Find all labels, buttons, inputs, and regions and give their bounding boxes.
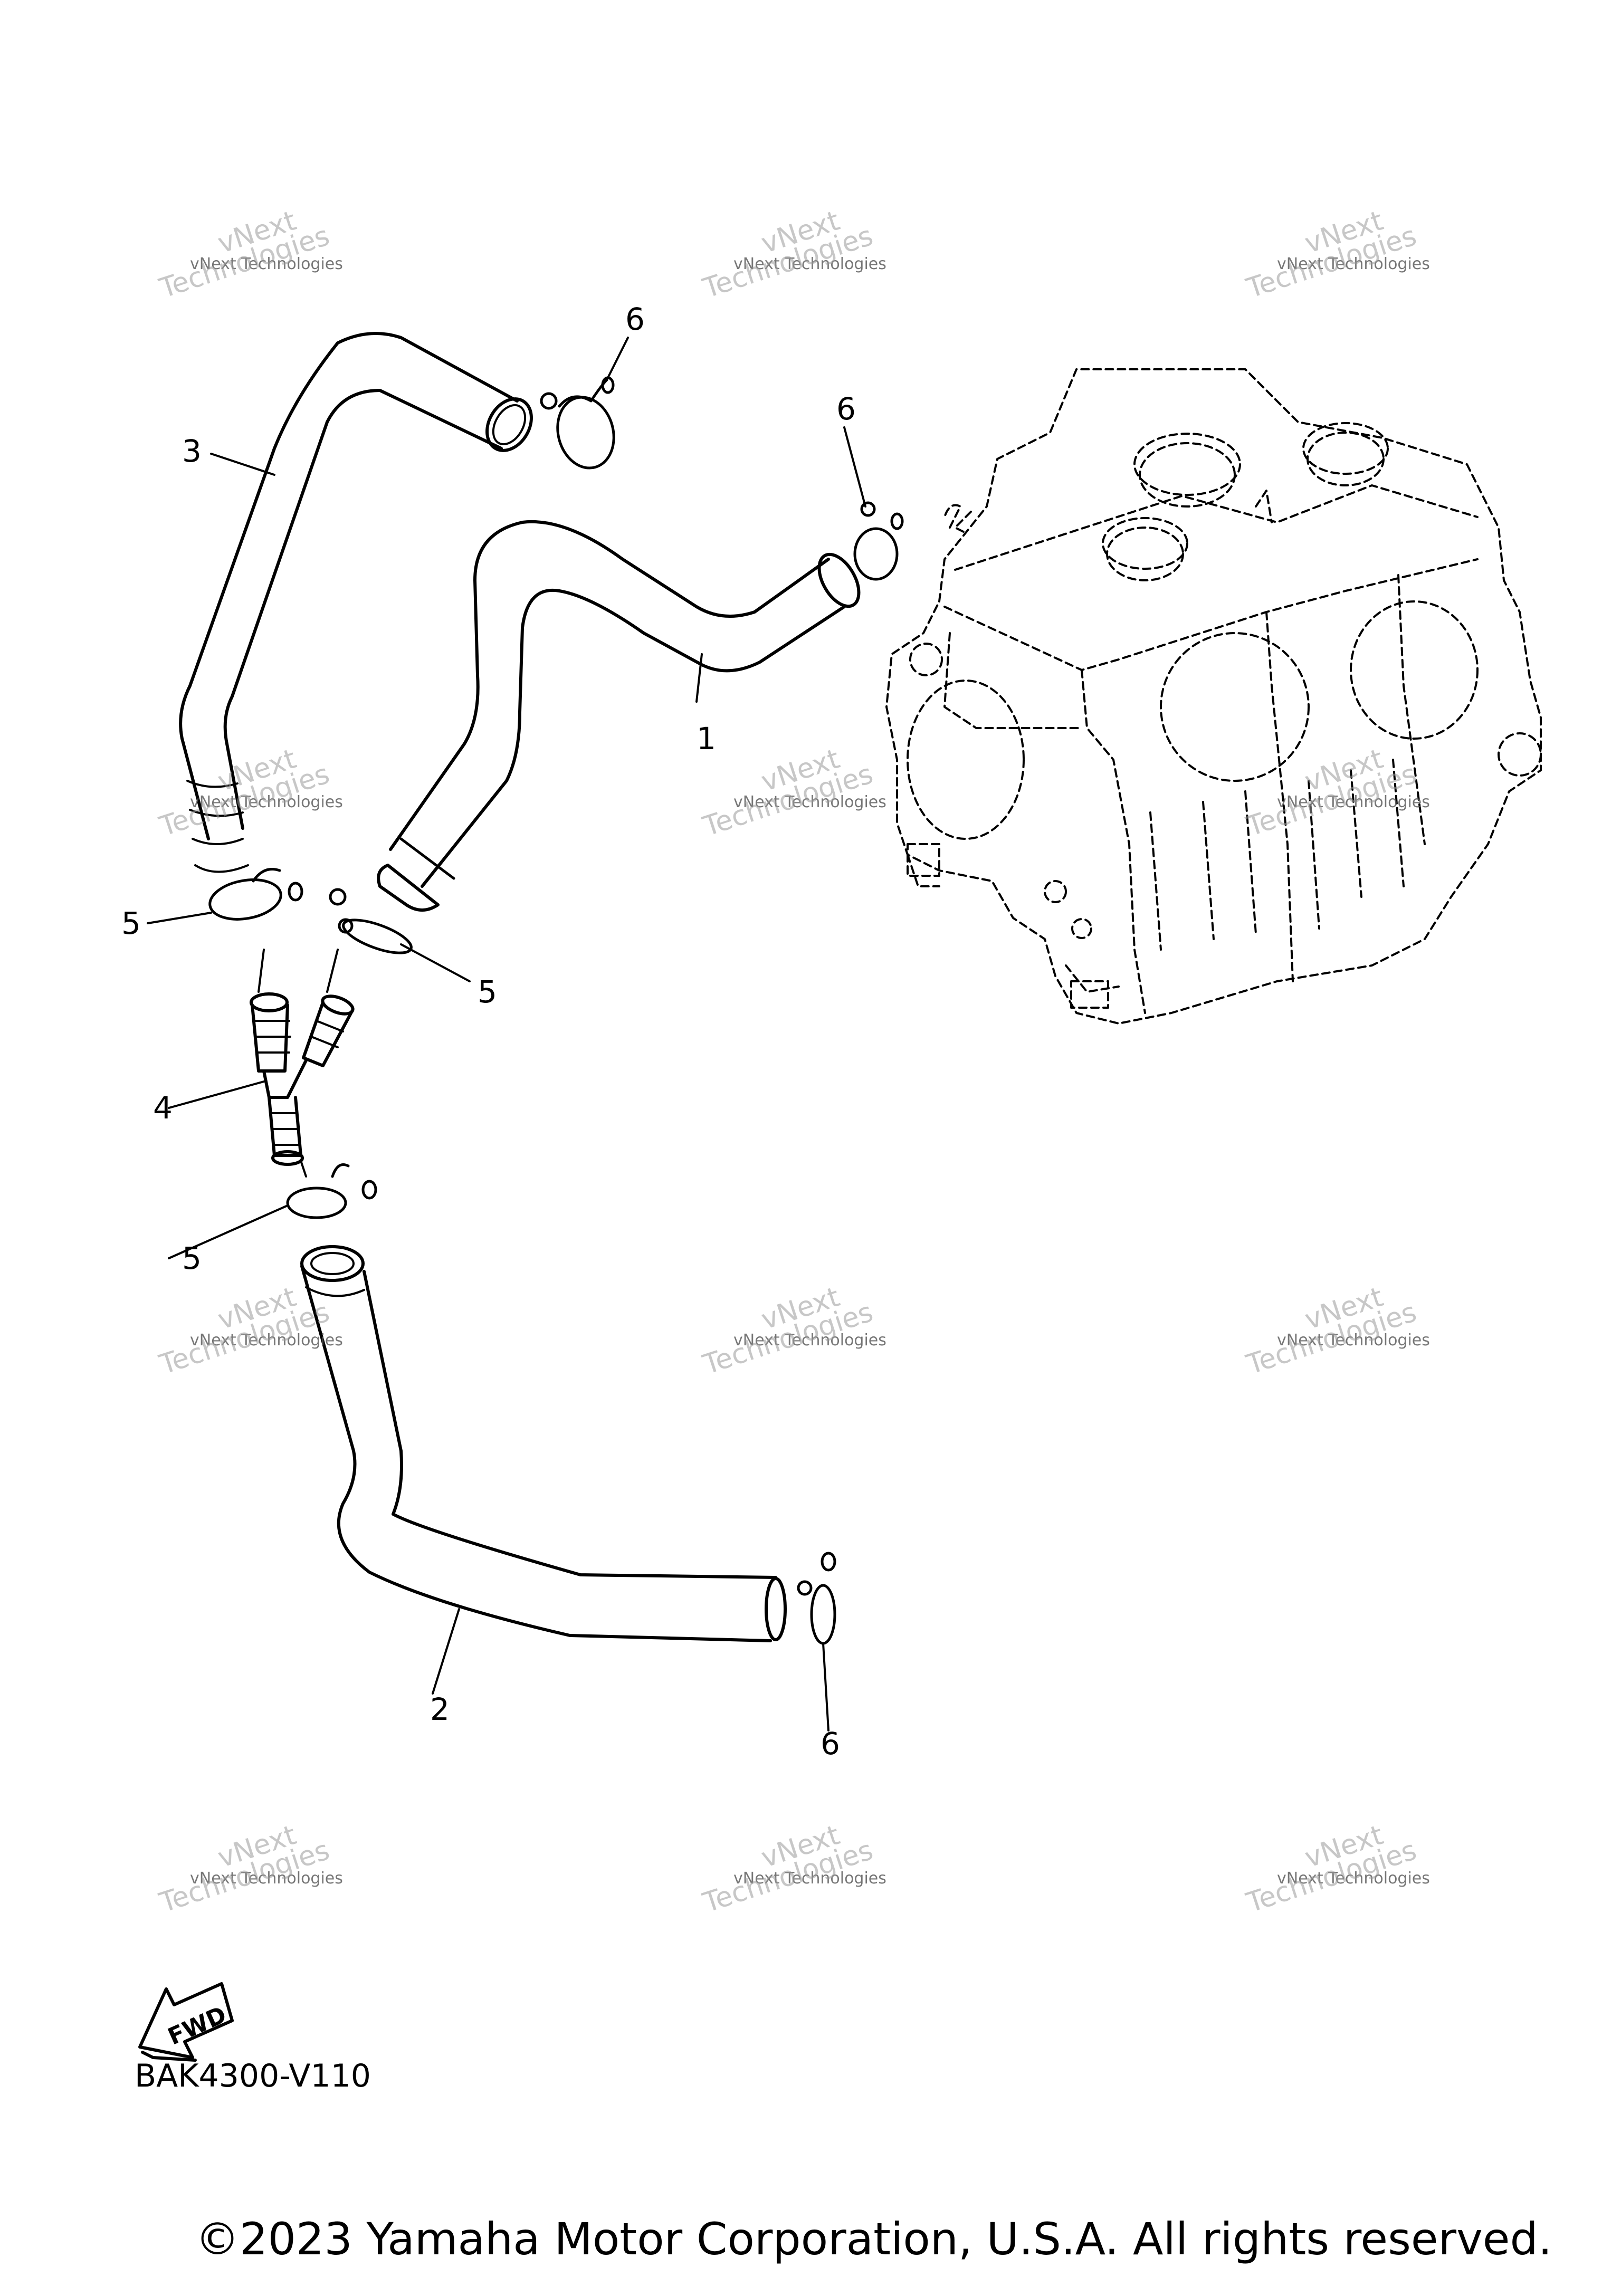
diagram-code: BAK4300-V110 [135, 2058, 371, 2094]
hose-1 [377, 520, 861, 912]
callout-2: 2 [430, 1691, 450, 1727]
watermark: vNext Technologies vNext Technologies [156, 1819, 343, 1919]
svg-text:vNext Technologies: vNext Technologies [190, 1869, 343, 1888]
svg-text:vNext Technologies: vNext Technologies [733, 1869, 886, 1888]
svg-text:vNext Technologies: vNext Technologies [190, 255, 343, 273]
callout-5-right: 5 [478, 974, 497, 1010]
joint-4 [250, 992, 355, 1166]
watermark: vNext Technologies vNext Technologies [699, 1281, 886, 1381]
watermark: vNext Technologies vNext Technologies [1243, 743, 1430, 843]
svg-text:vNext Technologies: vNext Technologies [733, 1331, 886, 1350]
svg-text:vNext Technologies: vNext Technologies [190, 793, 343, 811]
hose-2 [300, 1245, 787, 1642]
cylinder-head-reference [885, 368, 1542, 1025]
callout-5-left: 5 [121, 905, 141, 941]
watermark: vNext Technologies vNext Technologies [699, 1819, 886, 1919]
watermark: vNext Technologies vNext Technologies [156, 205, 343, 304]
watermark: vNext Technologies vNext Technologies [1243, 1819, 1430, 1919]
svg-text:vNext Technologies: vNext Technologies [190, 1331, 343, 1350]
copyright-notice: ©2023 Yamaha Motor Corporation, U.S.A. A… [195, 2213, 1552, 2265]
watermarks: vNext Technologies vNext Technologies vN… [156, 205, 1430, 1919]
callout-1: 1 [697, 721, 716, 757]
watermark: vNext Technologies vNext Technologies [699, 205, 886, 304]
svg-text:vNext Technologies: vNext Technologies [1277, 255, 1430, 273]
leader-lines [147, 337, 866, 1731]
fwd-arrow-icon [138, 1982, 234, 2062]
callout-6-top: 6 [625, 301, 645, 337]
watermark: vNext Technologies vNext Technologies [1243, 205, 1430, 304]
watermark: vNext Technologies vNext Technologies [156, 1281, 343, 1381]
clamps [208, 376, 904, 1645]
callout-5-lower: 5 [182, 1240, 202, 1276]
svg-text:vNext Technologies: vNext Technologies [733, 255, 886, 273]
callout-numbers: 6 6 3 1 5 5 4 5 2 6 [121, 301, 856, 1762]
svg-text:vNext Technologies: vNext Technologies [733, 793, 886, 811]
hose-3 [179, 332, 533, 873]
watermark: vNext Technologies vNext Technologies [699, 743, 886, 843]
svg-text:vNext Technologies: vNext Technologies [1277, 793, 1430, 811]
watermark: vNext Technologies vNext Technologies [1243, 1281, 1430, 1381]
callout-4: 4 [153, 1090, 173, 1126]
callout-6-lower: 6 [821, 1726, 840, 1762]
svg-text:vNext Technologies: vNext Technologies [1277, 1331, 1430, 1350]
svg-text:vNext Technologies: vNext Technologies [1277, 1869, 1430, 1888]
watermark: vNext Technologies vNext Technologies [156, 743, 343, 843]
callout-3: 3 [182, 433, 202, 469]
callout-6-engine: 6 [836, 391, 856, 427]
